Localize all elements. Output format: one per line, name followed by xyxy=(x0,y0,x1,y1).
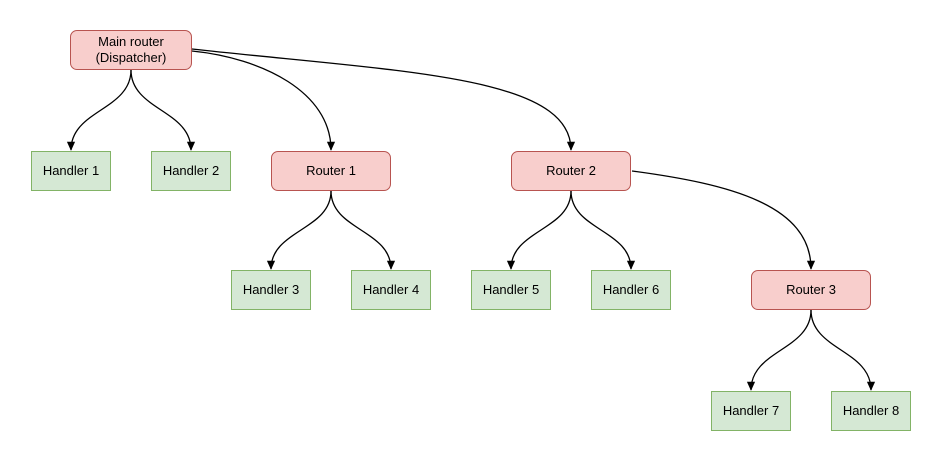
node-router-3: Router 3 xyxy=(751,270,871,310)
node-handler-4: Handler 4 xyxy=(351,270,431,310)
edge-main-to-handler-2 xyxy=(130,69,196,151)
edge-router-1-to-handler-4 xyxy=(330,190,396,270)
node-handler-3: Handler 3 xyxy=(231,270,311,310)
node-main-router: Main router (Dispatcher) xyxy=(70,30,192,70)
edge-router-2-to-handler-6 xyxy=(570,190,636,270)
node-handler-5: Handler 5 xyxy=(471,270,551,310)
node-router-1: Router 1 xyxy=(271,151,391,191)
edge-router-2-to-handler-5 xyxy=(506,190,572,270)
edge-main-to-router-2 xyxy=(191,48,576,151)
node-router-2: Router 2 xyxy=(511,151,631,191)
edge-router-1-to-handler-3 xyxy=(266,190,332,270)
node-handler-7: Handler 7 xyxy=(711,391,791,431)
node-handler-6: Handler 6 xyxy=(591,270,671,310)
edge-main-to-handler-1 xyxy=(66,69,132,151)
edge-router-3-to-handler-8 xyxy=(810,309,876,391)
node-handler-8: Handler 8 xyxy=(831,391,911,431)
edge-router-2-to-router-3 xyxy=(631,170,816,270)
node-handler-2: Handler 2 xyxy=(151,151,231,191)
edge-main-to-router-1 xyxy=(191,50,336,151)
edge-router-3-to-handler-7 xyxy=(746,309,812,391)
node-handler-1: Handler 1 xyxy=(31,151,111,191)
